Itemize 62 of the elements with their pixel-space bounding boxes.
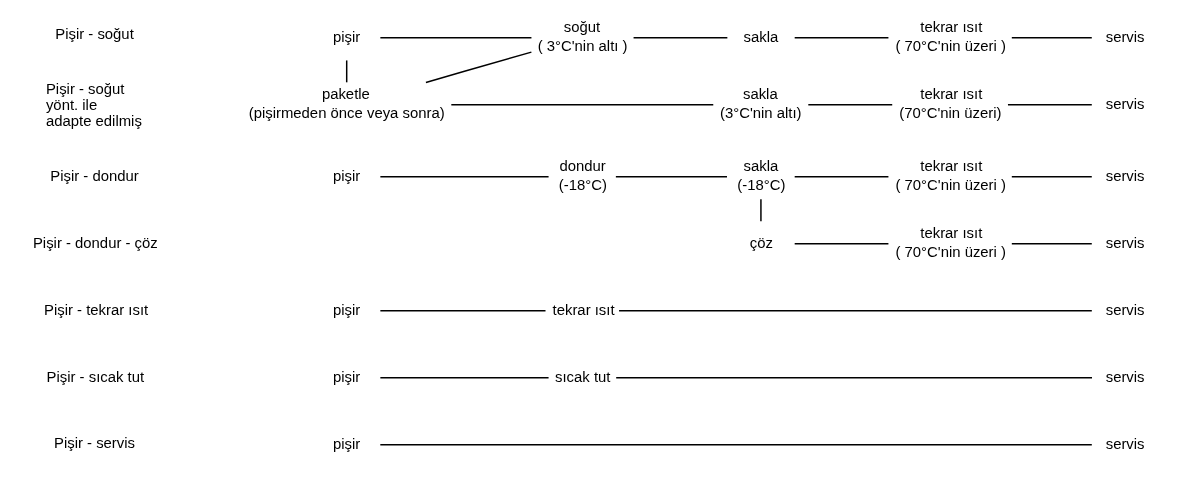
- label: Pişir - dondur - çöz: [32, 234, 158, 251]
- node-text: soğut: [563, 19, 601, 36]
- node-label: (-18°C): [558, 176, 607, 193]
- label: Pişir - soğut yönt. ile adapte edilmiş: [45, 80, 142, 130]
- node-text: tekrar ısıt: [920, 225, 983, 242]
- node-label: ( 70°C'nin üzeri ): [895, 37, 1006, 54]
- node-label: (70°C'nin üzeri): [899, 104, 1002, 121]
- connector: [793, 37, 890, 39]
- node-text: pişir: [333, 436, 361, 453]
- label: Pişir - servis: [54, 435, 136, 452]
- node-text: pişir: [333, 29, 361, 46]
- connector: [379, 37, 533, 39]
- connector: [345, 59, 348, 84]
- node-text: servis: [1105, 29, 1145, 46]
- connector: [793, 242, 890, 245]
- label: Pişir - soğut: [55, 26, 134, 43]
- node-label: (-18°C): [737, 176, 786, 193]
- connector: [1011, 37, 1093, 39]
- node-text: paketle: [321, 86, 370, 103]
- connector: [618, 309, 1093, 312]
- connector: [793, 176, 890, 178]
- connector: [632, 37, 729, 39]
- node-text: tekrar ısıt: [920, 86, 983, 103]
- connector: [615, 176, 728, 178]
- node-label: ( 70°C'nin üzeri ): [895, 176, 1006, 193]
- node-text: tekrar ısıt: [552, 302, 615, 319]
- node-text: servis: [1105, 235, 1145, 252]
- connector: [760, 198, 762, 222]
- node-label: ( 3°C'nin altı ): [537, 37, 628, 54]
- node-label: (3°C'nin altı): [720, 104, 802, 121]
- label: Pişir - sıcak tut: [46, 368, 145, 385]
- node-text: çöz: [749, 235, 773, 252]
- label: Pişir - tekrar ısıt: [44, 301, 149, 318]
- node-text: servis: [1105, 436, 1145, 453]
- node-text: tekrar ısıt: [920, 19, 983, 36]
- connector: [1011, 242, 1093, 245]
- node-text: sakla: [743, 29, 779, 46]
- node-text: pişir: [333, 369, 361, 386]
- node-text: tekrar ısıt: [920, 158, 983, 175]
- connector: [379, 309, 547, 312]
- connector: [379, 176, 550, 178]
- node-label: (pişirmeden önce veya sonra): [248, 104, 445, 121]
- connector: [450, 104, 714, 106]
- connector: [1011, 176, 1093, 178]
- connector: [379, 443, 1093, 446]
- node-text: dondur: [559, 158, 606, 175]
- node-text: servis: [1105, 168, 1145, 185]
- node-text: servis: [1105, 302, 1145, 319]
- node-text: servis: [1105, 96, 1145, 113]
- connector: [615, 376, 1093, 379]
- connector: [1007, 104, 1093, 106]
- node-label: ( 70°C'nin üzeri ): [895, 243, 1006, 260]
- node-text: sakla: [743, 158, 779, 175]
- node-text: pişir: [333, 302, 361, 319]
- connector: [379, 376, 550, 379]
- connector: [807, 104, 893, 106]
- node-text: pişir: [333, 168, 361, 185]
- node-text: sıcak tut: [555, 369, 611, 386]
- node-text: sakla: [742, 86, 778, 103]
- label: Pişir - dondur: [50, 167, 139, 184]
- node-text: servis: [1105, 369, 1145, 386]
- connector: [425, 51, 533, 84]
